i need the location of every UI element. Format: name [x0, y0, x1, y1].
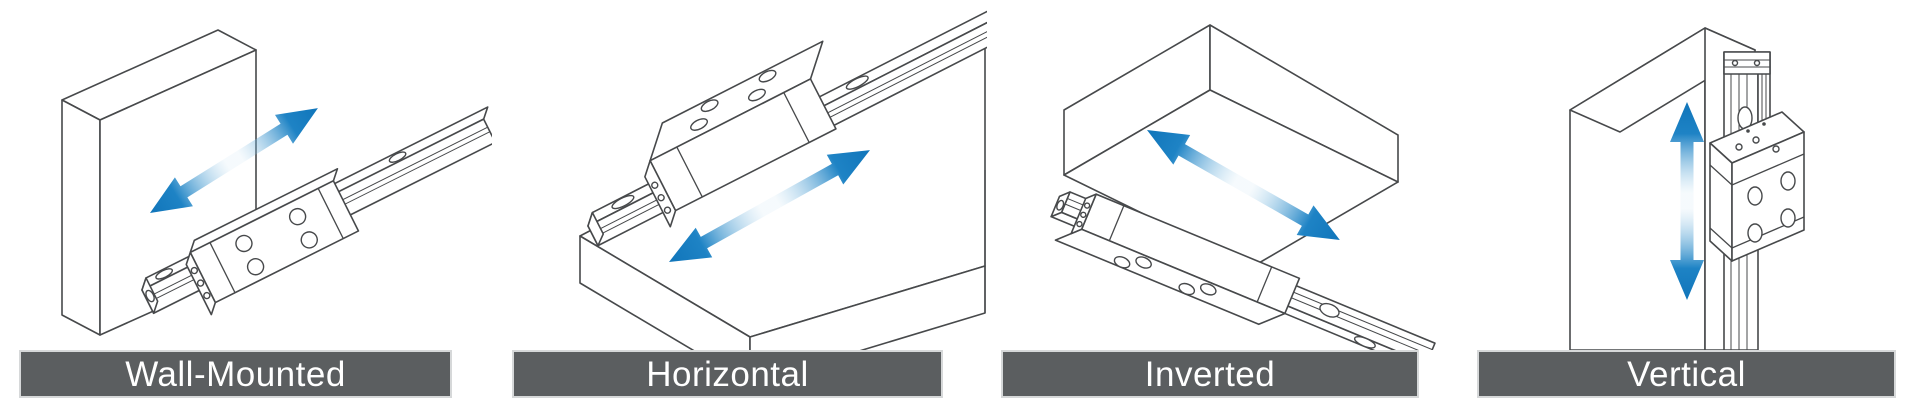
wall-mounted-illustration [61, 29, 492, 336]
motion-arrow-icon [150, 108, 318, 213]
label-bar: Vertical [1477, 350, 1896, 398]
panel-label: Wall-Mounted [125, 354, 346, 394]
label-bar: Inverted [1001, 350, 1419, 398]
panel-vertical: Vertical [1442, 0, 1920, 418]
carriage-block [1709, 111, 1805, 262]
carriage-block [1054, 193, 1301, 326]
vertical-illustration [1569, 27, 1805, 350]
motion-arrow-icon [1147, 130, 1340, 240]
motion-arrow-icon [1670, 102, 1704, 300]
panel-label: Horizontal [646, 354, 809, 394]
panel-label: Inverted [1144, 354, 1276, 394]
carriage-block [644, 40, 837, 228]
label-bar: Horizontal [512, 350, 943, 398]
carriage-block [185, 167, 360, 316]
motion-arrow-icon [669, 150, 870, 262]
label-bar: Wall-Mounted [19, 350, 452, 398]
inverted-illustration [1050, 24, 1436, 350]
panel-label: Vertical [1627, 354, 1746, 394]
panel-horizontal: Horizontal [482, 0, 987, 418]
panel-inverted: Inverted [962, 0, 1442, 418]
panel-wall-mounted: Wall-Mounted [0, 0, 492, 418]
horizontal-illustration [579, 2, 987, 350]
